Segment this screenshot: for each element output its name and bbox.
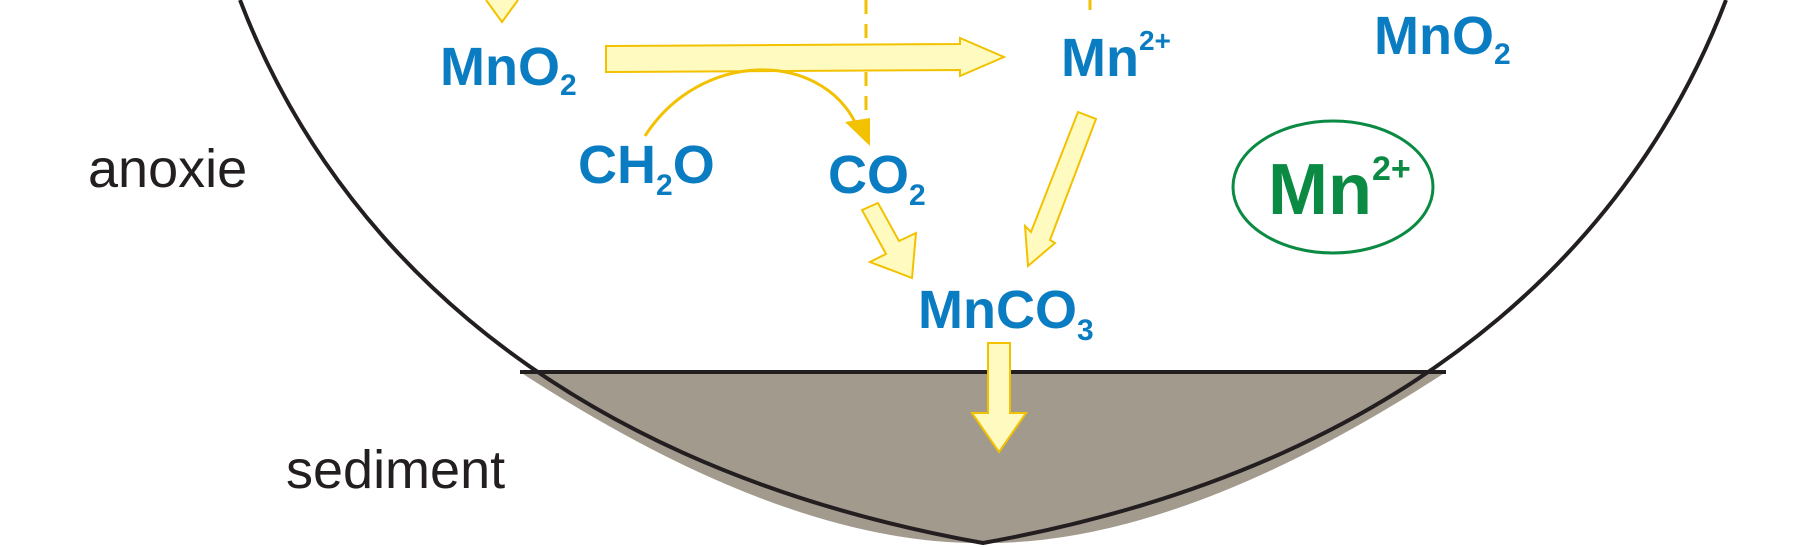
co2-to-carbonate-arrow — [860, 201, 918, 280]
oxidation-curve-arrow — [643, 68, 858, 137]
sediment-layer — [520, 372, 1446, 544]
incoming-arrow-tip — [485, 0, 519, 24]
mno2-left: MnO2 — [440, 37, 577, 102]
mn-to-carbonate-arrow — [1023, 110, 1098, 269]
ch2o: CH2O — [578, 135, 715, 202]
deposition-arrow — [970, 342, 1028, 454]
mno2-right: MnO2 — [1374, 6, 1511, 71]
oxidation-curve-arrowhead — [845, 118, 870, 146]
sediment-label: sediment — [286, 440, 505, 500]
reduction-arrow — [605, 36, 1007, 78]
mn2-center: Mn2+ — [1061, 25, 1171, 88]
co2: CO2 — [828, 145, 926, 212]
mnco3: MnCO3 — [918, 280, 1094, 347]
basin-outline — [238, 0, 1728, 546]
anoxie-label: anoxie — [88, 139, 247, 199]
mn2-dissolved: Mn2+ — [1268, 150, 1411, 230]
dissolved-mn-ellipse — [1231, 119, 1435, 255]
